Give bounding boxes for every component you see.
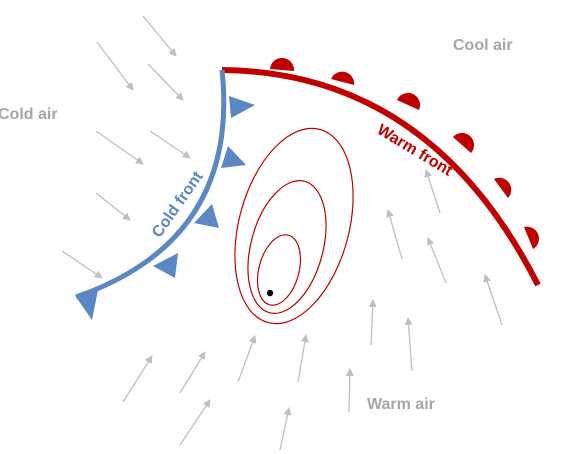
cold-front-line bbox=[75, 69, 227, 300]
wind-arrow bbox=[142, 15, 177, 57]
wind-arrow bbox=[368, 299, 377, 346]
wind-arrow bbox=[424, 169, 441, 214]
wind-arrow bbox=[96, 41, 134, 91]
wind-arrow bbox=[179, 351, 206, 394]
wind-arrow bbox=[345, 368, 354, 413]
wind-arrow bbox=[237, 335, 257, 383]
wind-arrow bbox=[297, 334, 309, 383]
warm-front-bump bbox=[270, 57, 295, 71]
cold-front-triangle bbox=[76, 290, 98, 320]
warm-front-bump bbox=[494, 177, 512, 198]
wind-arrow bbox=[61, 250, 103, 279]
cold-front-triangle bbox=[153, 253, 178, 278]
warm-front-line bbox=[221, 67, 541, 287]
warm-front bbox=[221, 57, 541, 287]
wind-arrow bbox=[279, 407, 292, 451]
isobar-2 bbox=[247, 180, 327, 314]
cool-air-label: Cool air bbox=[453, 37, 513, 54]
wind-arrow bbox=[426, 237, 447, 284]
wind-arrow bbox=[179, 399, 211, 446]
warm-front-bump bbox=[524, 226, 539, 249]
isobars bbox=[234, 127, 354, 325]
wind-arrow bbox=[149, 130, 191, 159]
wind-arrow bbox=[122, 355, 153, 403]
warm-front-bump bbox=[331, 71, 355, 85]
low-pressure-center bbox=[266, 289, 274, 297]
cold-front-triangle bbox=[221, 146, 246, 168]
wind-arrow bbox=[483, 274, 503, 326]
wind-arrow bbox=[95, 130, 144, 165]
cold-air-label: Cold air bbox=[0, 106, 58, 123]
wind-arrow bbox=[147, 63, 184, 101]
warm-front-bump bbox=[453, 132, 475, 153]
wind-arrow bbox=[95, 192, 131, 221]
warm-air-label: Warm air bbox=[367, 396, 435, 413]
cold-front-triangle bbox=[229, 96, 255, 118]
isobar-3 bbox=[256, 234, 302, 306]
cold-front bbox=[75, 69, 255, 320]
warm-front-bump bbox=[397, 92, 421, 110]
isobar-outer bbox=[234, 127, 354, 325]
wind-arrow bbox=[404, 317, 413, 372]
cold-front-triangle bbox=[194, 204, 219, 228]
wind-arrow bbox=[386, 209, 403, 260]
wind-arrows bbox=[61, 15, 503, 451]
